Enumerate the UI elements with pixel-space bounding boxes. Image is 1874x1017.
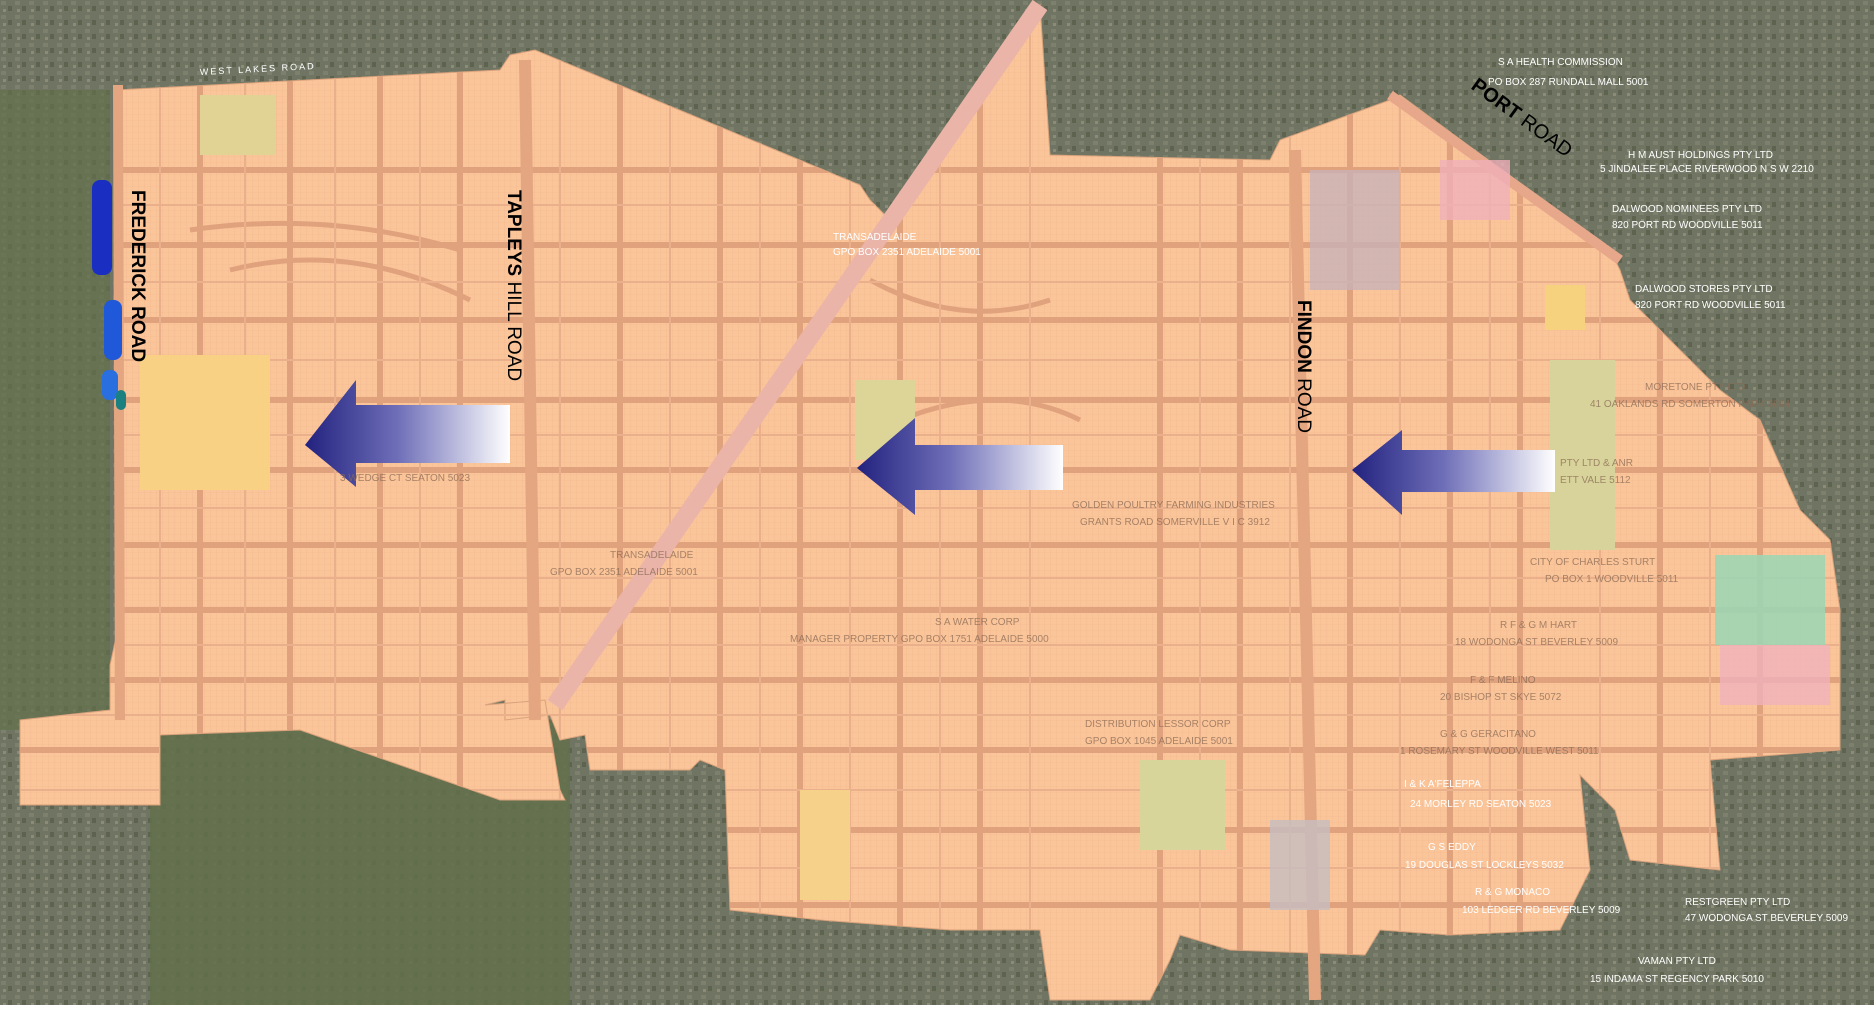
owner-distribution-1: DISTRIBUTION LESSOR CORP	[1085, 719, 1231, 730]
owner-hm-aust-2: 5 JINDALEE PLACE RIVERWOOD N S W 2210	[1600, 164, 1814, 175]
owner-afeleppa-2: 24 MORLEY RD SEATON 5023	[1410, 799, 1552, 810]
owner-eddy-2: 19 DOUGLAS ST LOCKLEYS 5032	[1405, 860, 1564, 871]
owner-moretone-1: MORETONE PTY LTD	[1645, 382, 1746, 393]
park-yellow-south	[800, 790, 850, 900]
owner-geracitano-2: 1 ROSEMARY ST WOODVILLE WEST 5011	[1400, 746, 1599, 757]
tapleys-bold: TAPLEYS	[503, 190, 524, 276]
owner-transadelaide-b2: GPO BOX 2351 ADELAIDE 5001	[550, 567, 698, 578]
owner-labels: S A HEALTH COMMISSION PO BOX 287 RUNDALL…	[340, 57, 1848, 985]
findon-rest: ROAD	[1293, 373, 1314, 433]
water-ponds	[92, 180, 126, 410]
mixed-parcel-e2	[1720, 645, 1830, 705]
owner-sa-water-2: MANAGER PROPERTY GPO BOX 1751 ADELAIDE 5…	[790, 634, 1049, 645]
mixed-parcel-s1	[1270, 820, 1330, 910]
park-yellow-west	[140, 355, 270, 490]
flow-arrows	[305, 380, 1555, 515]
owner-sa-health-2: PO BOX 287 RUNDALL MALL 5001	[1488, 77, 1649, 88]
owner-charles-sturt-2: PO BOX 1 WOODVILLE 5011	[1545, 574, 1679, 585]
owner-monaco-2: 103 LEDGER RD BEVERLEY 5009	[1462, 905, 1621, 916]
owner-monaco-1: R & G MONACO	[1475, 887, 1550, 898]
owner-hart-2: 18 WODONGA ST BEVERLEY 5009	[1455, 637, 1618, 648]
owner-sa-water-1: S A WATER CORP	[935, 617, 1020, 628]
owner-hart-1: R F & G M HART	[1500, 620, 1577, 631]
park-green-south	[1140, 760, 1225, 850]
findon-road-label: FINDON ROAD	[1293, 300, 1314, 433]
owner-pty-anr-1: PTY LTD & ANR	[1560, 458, 1633, 469]
owner-dalwood-st-1: DALWOOD STORES PTY LTD	[1635, 284, 1773, 295]
owner-restgreen-2: 47 WODONGA ST BEVERLEY 5009	[1685, 913, 1848, 924]
owner-afeleppa-1: I & K A'FELEPPA	[1404, 779, 1481, 790]
owner-golden-1: GOLDEN POULTRY FARMING INDUSTRIES	[1072, 500, 1275, 511]
findon-bold: FINDON	[1293, 300, 1314, 373]
owner-geracitano-1: G & G GERACITANO	[1440, 729, 1536, 740]
tapleys-hill-road-line	[519, 59, 541, 721]
arrow-2	[857, 418, 1063, 515]
owner-melino-2: 20 BISHOP ST SKYE 5072	[1440, 692, 1562, 703]
bottom-margin	[0, 1005, 1874, 1017]
owner-melino-1: F & F MELINO	[1470, 675, 1536, 686]
owner-vaman-1: VAMAN PTY LTD	[1638, 956, 1716, 967]
arrow-3	[1352, 430, 1555, 515]
svg-text:TAPLEYS HILL ROAD: TAPLEYS HILL ROAD	[503, 190, 524, 381]
rail-corridor	[547, 0, 1048, 711]
owner-dalwood-nom-1: DALWOOD NOMINEES PTY LTD	[1612, 204, 1762, 215]
owner-transadelaide-a1: TRANSADELAIDE	[833, 232, 917, 243]
tapleys-hill-road-label: TAPLEYS HILL ROAD	[503, 190, 524, 381]
mixed-parcel-ne	[1310, 170, 1400, 290]
owner-golden-2: GRANTS ROAD SOMERVILLE V I C 3912	[1080, 517, 1270, 528]
park-green-east	[1550, 360, 1615, 550]
owner-hm-aust-1: H M AUST HOLDINGS PTY LTD	[1628, 150, 1773, 161]
owner-sa-health-1: S A HEALTH COMMISSION	[1498, 57, 1623, 68]
svg-text:FINDON ROAD: FINDON ROAD	[1293, 300, 1314, 433]
owner-moretone-2: 41 OAKLANDS RD SOMERTON PARK 5044	[1590, 399, 1791, 410]
owner-transadelaide-a2: GPO BOX 2351 ADELAIDE 5001	[833, 247, 981, 258]
owner-distribution-2: GPO BOX 1045 ADELAIDE 5001	[1085, 736, 1233, 747]
park-yellow-east	[1545, 285, 1585, 330]
owner-dalwood-st-2: 820 PORT RD WOODVILLE 5011	[1635, 300, 1786, 311]
owner-charles-sturt-1: CITY OF CHARLES STURT	[1530, 557, 1655, 568]
arrow-1	[305, 380, 510, 487]
frederick-road-label: FREDERICK ROAD	[127, 190, 148, 362]
tapleys-rest: HILL ROAD	[503, 276, 524, 381]
owner-wedge: 3 WEDGE CT SEATON 5023	[340, 473, 470, 484]
owner-vaman-2: 15 INDAMA ST REGENCY PARK 5010	[1590, 974, 1764, 985]
mixed-parcel-e1	[1715, 555, 1825, 645]
west-green-area	[0, 90, 110, 730]
owner-transadelaide-b1: TRANSADELAIDE	[610, 550, 694, 561]
owner-dalwood-nom-2: 820 PORT RD WOODVILLE 5011	[1612, 220, 1763, 231]
park-green-north	[200, 95, 275, 155]
mixed-parcel-ne2	[1440, 160, 1510, 220]
owner-pty-anr-2: ETT VALE 5112	[1560, 475, 1631, 486]
owner-restgreen-1: RESTGREEN PTY LTD	[1685, 897, 1790, 908]
owner-eddy-1: G S EDDY	[1428, 842, 1476, 853]
